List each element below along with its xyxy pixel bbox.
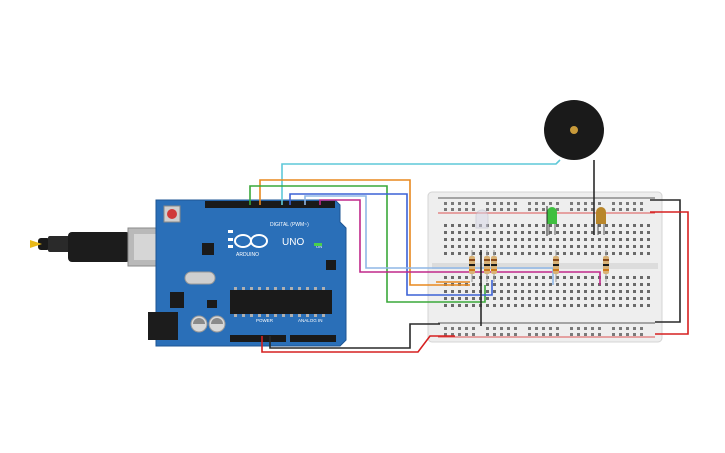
- analog-header[interactable]: [290, 335, 336, 342]
- piezo-buzzer[interactable]: [544, 100, 604, 160]
- power-label: POWER: [256, 318, 274, 323]
- wire-blue[interactable]: [289, 193, 493, 296]
- breadboard[interactable]: [427, 191, 663, 343]
- brand-label: ARDUINO: [236, 252, 259, 258]
- usb-chip: [202, 243, 214, 255]
- usb-cable[interactable]: [30, 227, 167, 267]
- wire-cyan[interactable]: [281, 159, 561, 205]
- yellow-led[interactable]: [596, 207, 606, 235]
- resistor-2[interactable]: [484, 250, 490, 282]
- board-label: UNO: [282, 237, 304, 248]
- led-tx: [228, 238, 233, 241]
- rgb-led[interactable]: [475, 209, 489, 229]
- wire-red-rail[interactable]: [650, 211, 689, 335]
- led-l: [228, 230, 233, 233]
- green-led[interactable]: [546, 206, 557, 236]
- wire-black-gnd[interactable]: [269, 323, 440, 349]
- on-label: ON: [316, 244, 322, 249]
- wire-red-5v[interactable]: [261, 335, 455, 353]
- led-rx: [228, 245, 233, 248]
- resistor-1[interactable]: [469, 250, 475, 282]
- wire-green[interactable]: [249, 185, 486, 303]
- arduino-logo-icon: [234, 234, 268, 248]
- icsp-header: [326, 260, 336, 270]
- atmega-chip: [230, 290, 332, 314]
- analog-label: ANALOG IN: [298, 318, 323, 323]
- resistor-4[interactable]: [553, 250, 559, 282]
- regulator: [170, 292, 184, 308]
- arduino-uno-board[interactable]: DIGITAL (PWM~) POWER ANALOG IN UNO ARDUI…: [148, 199, 347, 347]
- wire-orange[interactable]: [259, 179, 470, 286]
- small-chip: [207, 300, 217, 308]
- resistor-3[interactable]: [491, 250, 497, 282]
- power-header[interactable]: [230, 335, 286, 342]
- resistor-5[interactable]: [603, 250, 609, 282]
- on-led: [314, 243, 322, 246]
- wire-black-rail[interactable]: [650, 199, 681, 323]
- digital-label: DIGITAL (PWM~): [270, 222, 309, 228]
- digital-header[interactable]: [205, 201, 335, 208]
- power-jack[interactable]: [148, 312, 178, 340]
- crystal: [184, 271, 216, 285]
- wire-magenta[interactable]: [319, 199, 601, 285]
